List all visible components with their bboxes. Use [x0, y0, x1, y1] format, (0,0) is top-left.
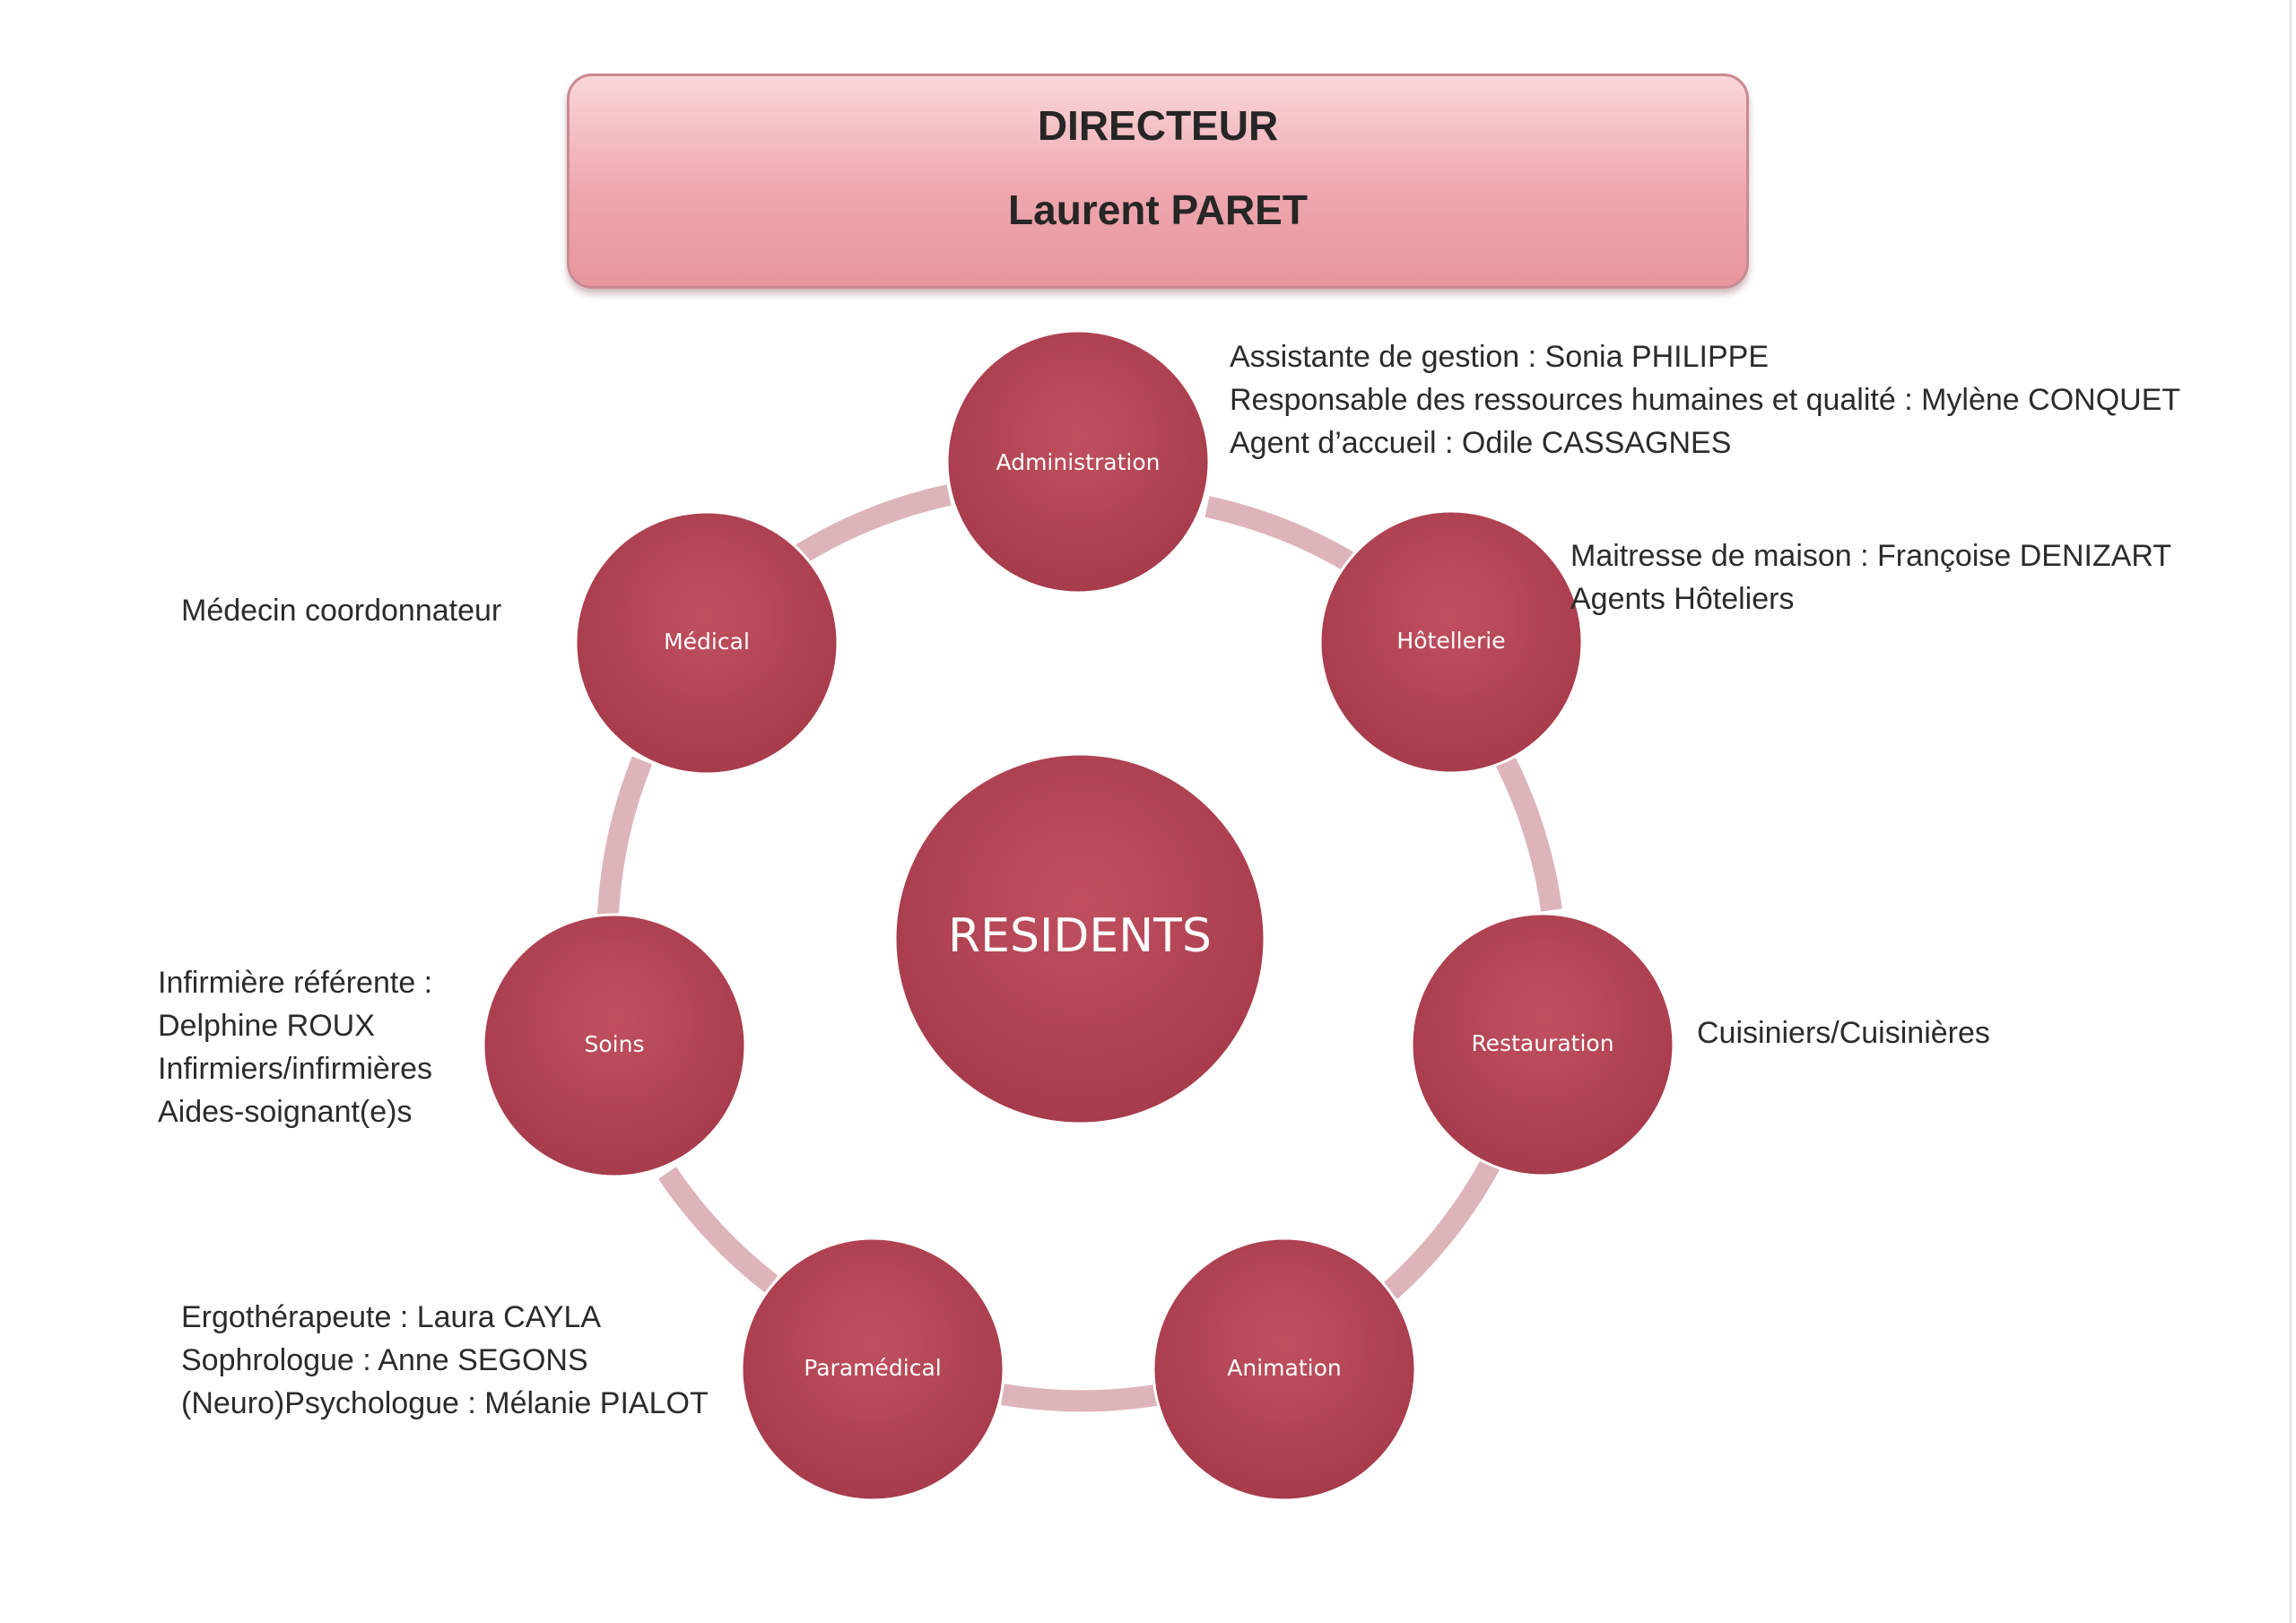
service-label-medical: Médical: [664, 629, 750, 655]
service-label-administration: Administration: [996, 449, 1161, 475]
cycle-connectors: [597, 484, 1562, 1412]
center-node: RESIDENTS: [893, 752, 1266, 1125]
service-node-medical: Médical: [574, 510, 839, 776]
note-administration: Assistante de gestion : Sonia PHILIPPE R…: [1230, 335, 2180, 464]
connector-hotellerie-restauration: [1495, 755, 1562, 912]
note-line: Infirmiers/infirmières: [158, 1052, 433, 1086]
note-line: Ergothérapeute : Laura CAYLA: [181, 1300, 602, 1334]
note-line: Agents Hôteliers: [1570, 582, 1795, 616]
note-line: Maitresse de maison : Françoise DENIZART: [1570, 539, 2172, 573]
connector-medical-administration: [795, 484, 952, 564]
note-restauration: Cuisiniers/Cuisinières: [1697, 1011, 1990, 1055]
note-medical: Médecin coordonnateur: [181, 589, 501, 632]
note-line: Responsable des ressources humaines et q…: [1230, 383, 2181, 417]
note-line: Delphine ROUX: [158, 1009, 375, 1043]
connector-animation-paramedical: [1001, 1384, 1162, 1412]
center-label: RESIDENTS: [948, 909, 1212, 963]
service-label-restauration: Restauration: [1471, 1030, 1613, 1056]
service-label-animation: Animation: [1227, 1355, 1341, 1381]
note-line: Cuisiniers/Cuisinières: [1697, 1016, 1990, 1050]
note-line: Sophrologue : Anne SEGONS: [181, 1343, 588, 1377]
service-label-hotellerie: Hôtellerie: [1396, 628, 1505, 654]
service-label-soins: Soins: [585, 1031, 645, 1057]
director-name: Laurent PARET: [1008, 187, 1308, 233]
service-node-administration: Administration: [945, 329, 1211, 595]
note-paramedical: Ergothérapeute : Laura CAYLA Sophrologue…: [181, 1296, 709, 1425]
note-line: Assistante de gestion : Sonia PHILIPPE: [1230, 340, 1770, 374]
service-node-paramedical: Paramédical: [740, 1237, 1005, 1502]
note-hotellerie: Maitresse de maison : Françoise DENIZART…: [1570, 534, 2171, 621]
note-line: Agent d’accueil : Odile CASSAGNES: [1230, 426, 1732, 460]
director-box: DIRECTEUR Laurent PARET: [567, 74, 1749, 289]
connector-administration-hotellerie: [1205, 496, 1361, 575]
note-line: Médecin coordonnateur: [181, 594, 502, 628]
service-node-animation: Animation: [1152, 1237, 1417, 1502]
service-label-paramedical: Paramédical: [804, 1355, 941, 1381]
service-node-soins: Soins: [482, 913, 747, 1178]
note-line: Aides-soignant(e)s: [158, 1095, 413, 1129]
page-edge-shadow: [2289, 0, 2292, 1623]
note-line: Infirmière référente :: [158, 966, 433, 1000]
note-line: (Neuro)Psychologue : Mélanie PIALOT: [181, 1386, 709, 1420]
connector-soins-medical: [597, 756, 653, 916]
director-title: DIRECTEUR: [1037, 102, 1279, 149]
service-node-hotellerie: Hôtellerie: [1318, 509, 1584, 775]
connector-restauration-animation: [1382, 1159, 1500, 1299]
note-soins: Infirmière référente : Delphine ROUX Inf…: [158, 961, 432, 1133]
service-node-restauration: Restauration: [1410, 912, 1675, 1177]
connector-paramedical-soins: [658, 1167, 778, 1293]
